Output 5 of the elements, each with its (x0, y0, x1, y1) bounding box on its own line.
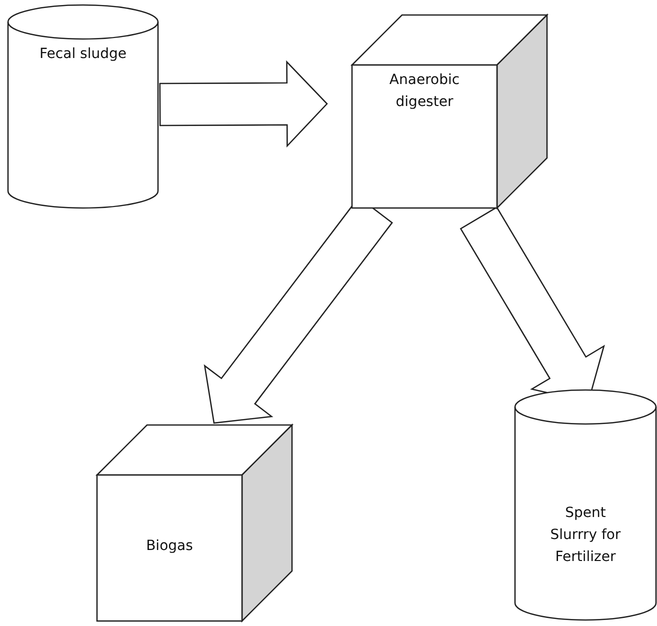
node-label: Fecal sludge (38, 45, 128, 64)
node-label: Spent Slurrry for Fertilizer (549, 504, 622, 567)
block-arrow (159, 60, 328, 148)
node-label: Biogas (145, 537, 194, 556)
node-label: Anaerobic digester (388, 71, 461, 112)
